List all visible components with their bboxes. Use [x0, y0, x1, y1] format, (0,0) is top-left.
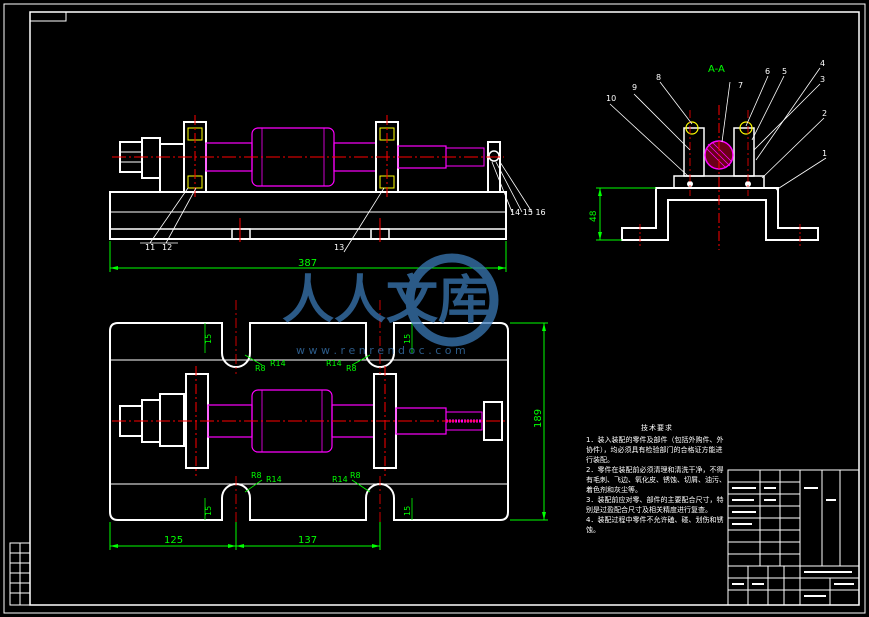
watermark-ring: [405, 253, 499, 347]
front-end-stop: [487, 141, 501, 193]
balloon-12: 12: [162, 243, 172, 252]
watermark: 人人文库 w w w . r e n r e n d o c . c o m: [282, 253, 499, 357]
dim-base-height: 48: [589, 210, 599, 222]
balloon-8: 8: [656, 73, 661, 82]
balloon-3: 3: [820, 75, 825, 84]
balloon-13: 13: [334, 243, 344, 252]
front-view: 387: [109, 115, 533, 272]
radius-r14-lower-left: R14: [266, 475, 282, 484]
section-label: A-A: [708, 64, 725, 75]
balloon-14-16: 14 15 16: [510, 208, 546, 217]
watermark-url: w w w . r e n r e n d o c . c o m: [296, 344, 466, 357]
dim-slot-upper-right: 15: [403, 334, 412, 344]
top-view: [109, 300, 548, 550]
notes-line-1: 1．装入装配的零件及部件（包括外购件、外协件），均必须具有检验部门的合格证方能进…: [586, 436, 724, 464]
radius-r8-upper-right: R8: [346, 364, 357, 373]
radius-r14-upper-right: R14: [326, 359, 342, 368]
left-margin-block: [9, 542, 31, 606]
balloon-9: 9: [632, 83, 637, 92]
dim-middle-span: 137: [298, 535, 317, 546]
notes-title: 技术要求: [641, 424, 673, 432]
radius-r8-lower-right: R8: [350, 471, 361, 480]
radius-r14-upper-left: R14: [270, 359, 286, 368]
technical-notes: 技术要求 1．装入装配的零件及部件（包括外购件、外协件），均必须具有检验部门的合…: [586, 423, 728, 535]
top-base-outline: [109, 322, 509, 521]
title-block-fill-marks: [732, 487, 854, 597]
dim-left-span: 125: [164, 535, 183, 546]
balloon-11: 11: [145, 243, 155, 252]
radius-r14-lower-right: R14: [332, 475, 348, 484]
balloon-4: 4: [820, 59, 825, 68]
dim-slot-lower-right: 15: [403, 506, 412, 516]
inner-frame: [29, 11, 860, 606]
watermark-text: 人人文库: [282, 271, 490, 331]
balloon-5: 5: [782, 67, 787, 76]
section-view-a-a: [596, 67, 827, 250]
balloon-6: 6: [765, 67, 770, 76]
dim-slot-upper-left: 15: [204, 334, 213, 344]
dim-overall-width: 189: [533, 409, 544, 428]
radius-r8-lower-left: R8: [251, 471, 262, 480]
dim-overall-length: 387: [298, 258, 317, 269]
notes-line-4: 4．装配过程中零件不允许磕、碰、划伤和锈蚀。: [586, 516, 724, 534]
radius-r8-upper-left: R8: [255, 364, 266, 373]
dim-slot-lower-left: 15: [204, 506, 213, 516]
front-base: [109, 191, 507, 240]
notes-line-2: 2．零件在装配前必须清理和清洗干净，不得有毛刺、飞边、氧化皮、锈蚀、切屑、油污、…: [586, 466, 726, 494]
notes-line-3: 3．装配前应对零、部件的主要配合尺寸，特别是过盈配合尺寸及相关精度进行复查。: [586, 496, 724, 514]
balloon-2: 2: [822, 109, 827, 118]
balloon-7: 7: [738, 81, 743, 90]
balloon-10: 10: [606, 94, 616, 103]
outer-border: [3, 3, 866, 614]
section-bracket: [621, 187, 819, 241]
balloon-1: 1: [822, 149, 827, 158]
title-block: [727, 469, 860, 606]
top-left-tab: [29, 11, 67, 22]
